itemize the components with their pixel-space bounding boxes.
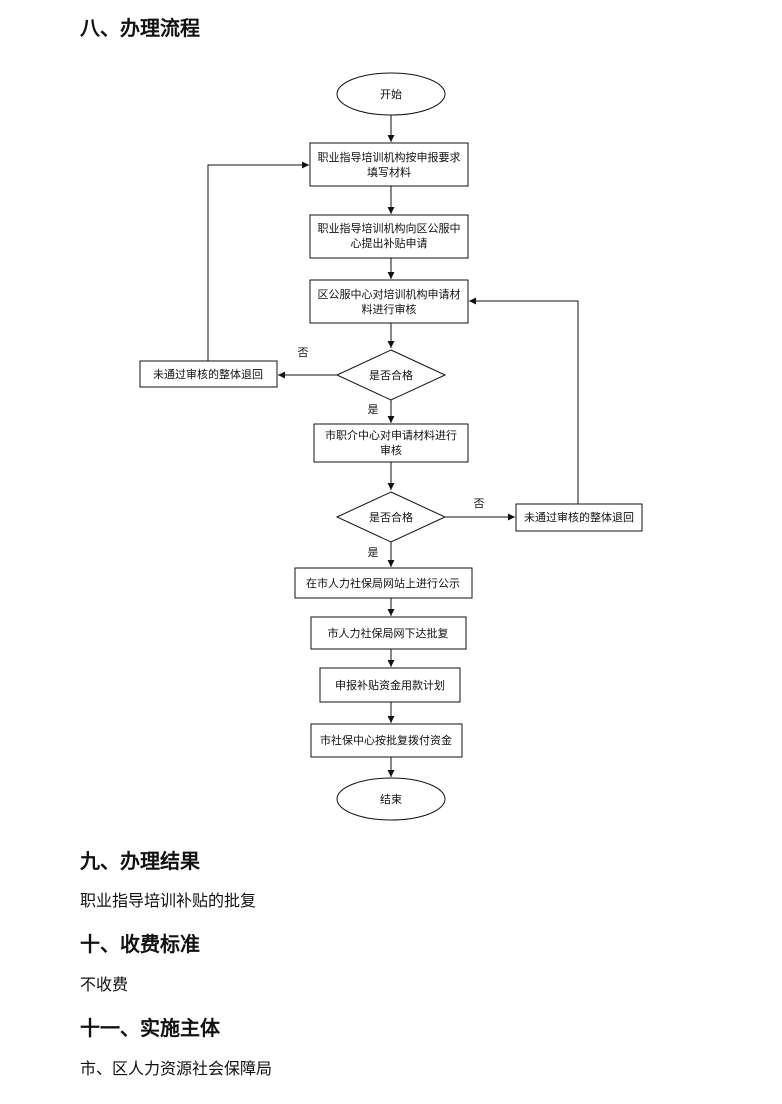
- subject-text: 市、区人力资源社会保障局: [80, 1059, 273, 1078]
- step-district-review-line2: 料进行审核: [362, 302, 417, 316]
- end-label: 结束: [380, 793, 402, 806]
- decision-2-yes-label: 是: [368, 546, 379, 559]
- reject-2-box: [515, 503, 643, 532]
- step-fill-materials-line2: 填写材料: [367, 165, 411, 179]
- reject-1-label: 未通过审核的整体退回: [153, 367, 263, 381]
- step-district-review-line1: 区公服中心对培训机构申请材: [318, 287, 461, 301]
- step-fund-plan-label: 申报补贴资金用款计划: [335, 678, 445, 692]
- step-city-review-line1: 市职介中心对申请材料进行: [325, 428, 457, 442]
- section-title-process: 八、办理流程: [80, 16, 200, 40]
- step-publish-label: 在市人力社保局网站上进行公示: [306, 576, 460, 590]
- step-city-review-line2: 审核: [380, 443, 402, 457]
- step-disburse-label: 市社保中心按批复拨付资金: [320, 733, 452, 747]
- step-apply-subsidy-box: [309, 214, 469, 259]
- arrow-reject2-return: [469, 297, 579, 504]
- result-text: 职业指导培训补贴的批复: [80, 891, 257, 910]
- decision-1-no-label: 否: [298, 346, 309, 359]
- step-apply-subsidy-line1: 职业指导培训机构向区公服中: [318, 221, 461, 235]
- step-district-review-box: [309, 279, 469, 324]
- process-flowchart: 开始 职业指导培训机构按申报要求 填写材料 职业指导培训机构向区公服中 心提出补…: [139, 72, 643, 821]
- step-approve-label: 市人力社保局网下达批复: [328, 626, 449, 640]
- step-publish-box: [294, 567, 473, 599]
- fee-text: 不收费: [80, 975, 129, 994]
- step-apply-subsidy-line2: 心提出补贴申请: [351, 236, 428, 250]
- step-fill-materials-box: [309, 142, 469, 187]
- end-node: [336, 777, 446, 821]
- decision-1-label: 是否合格: [369, 368, 413, 382]
- step-city-review-box: [313, 423, 469, 463]
- step-disburse-box: [310, 723, 463, 758]
- start-label: 开始: [380, 87, 402, 101]
- section-title-result: 九、办理结果: [80, 849, 200, 873]
- step-fill-materials-line1: 职业指导培训机构按申报要求: [318, 150, 461, 164]
- step-approve-box: [310, 616, 467, 650]
- section-title-subject: 十一、实施主体: [80, 1016, 220, 1040]
- decision-2-no-label: 否: [474, 497, 485, 510]
- arrow-reject1-return: [207, 161, 309, 361]
- decision-1-yes-label: 是: [368, 403, 379, 416]
- section-title-fee: 十、收费标准: [80, 932, 200, 956]
- decision-2-label: 是否合格: [369, 510, 413, 524]
- step-fund-plan-box: [319, 667, 461, 703]
- reject-2-label: 未通过审核的整体退回: [524, 510, 634, 524]
